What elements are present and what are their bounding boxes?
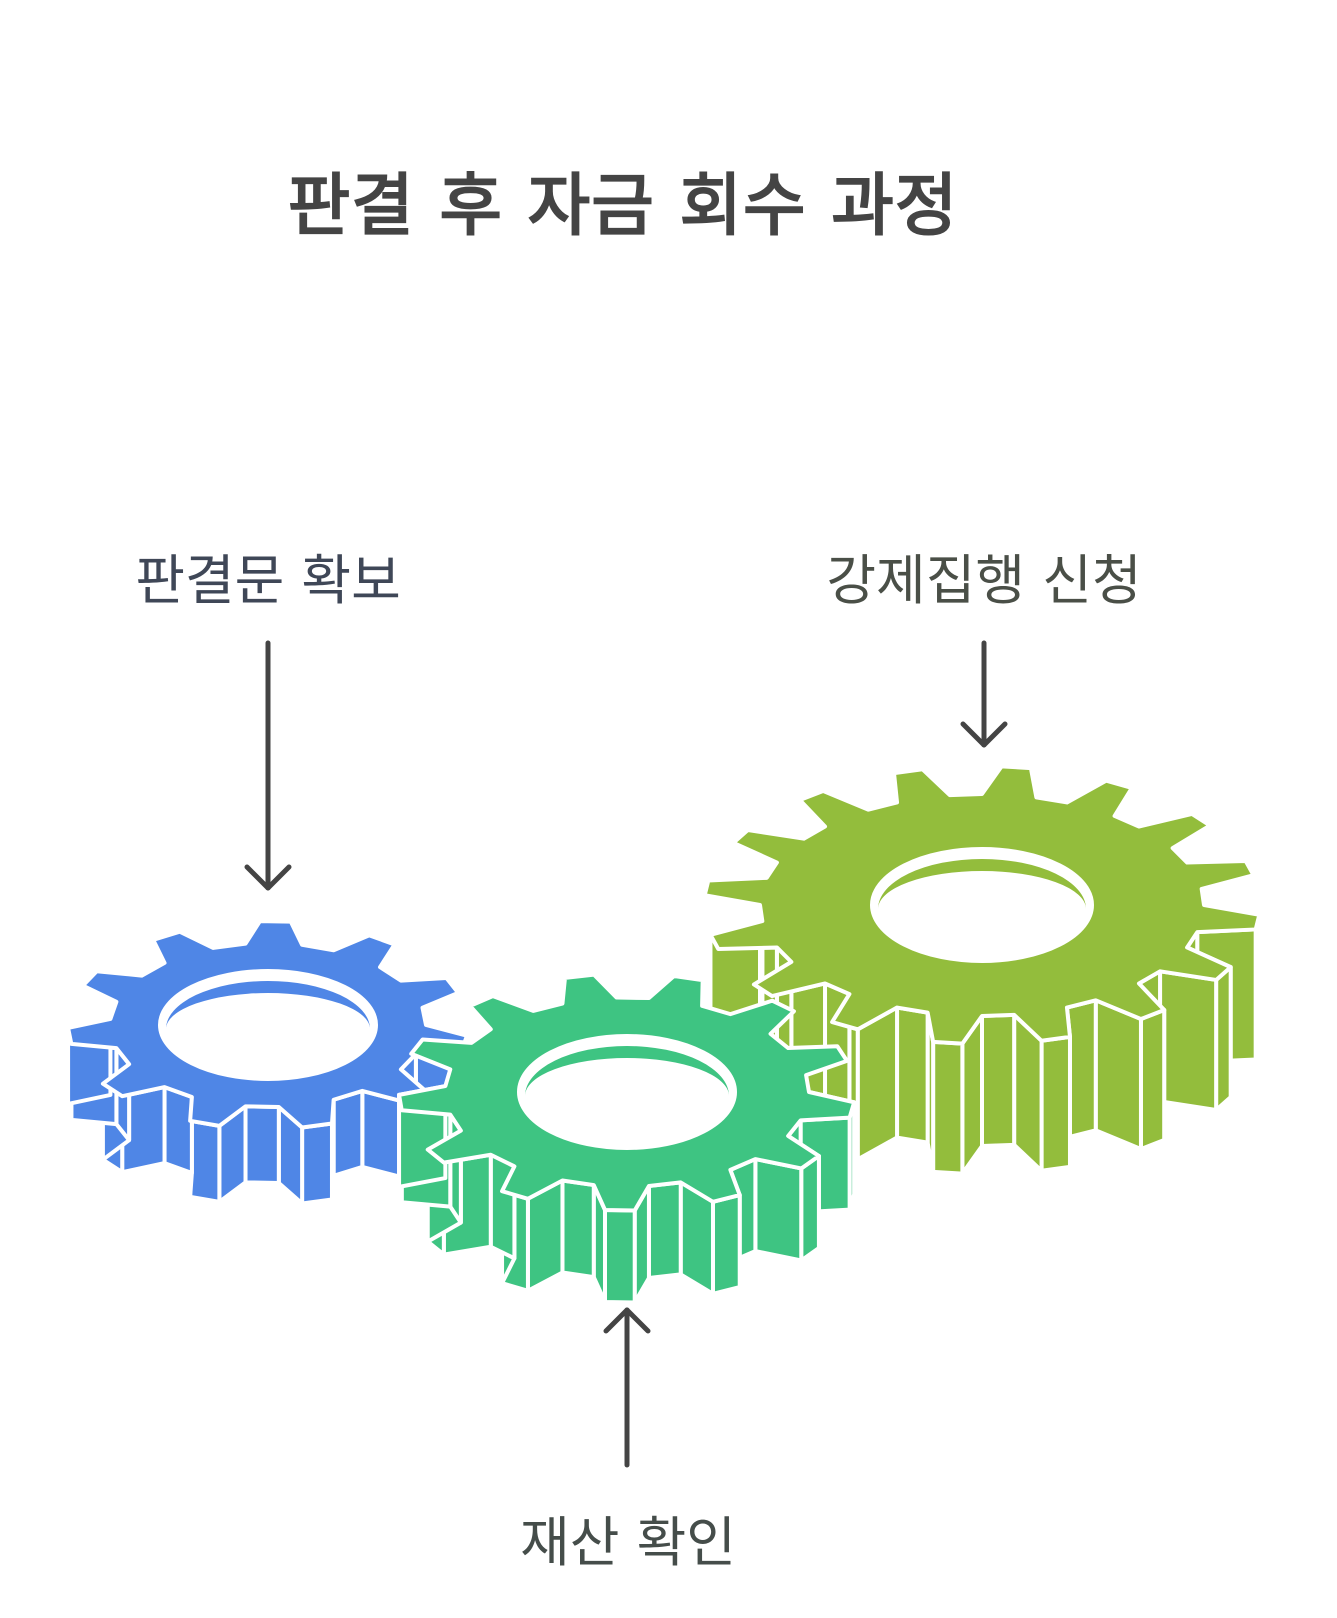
step-label-asset-check: 재산 확인 [520,1511,736,1574]
gear-side-face [560,1178,596,1280]
gear-side-face [1039,1034,1072,1173]
gear-side-face [162,1085,194,1175]
gear-side-face [602,1208,637,1305]
gear-side-face [931,1039,965,1176]
gear-icon-asset-check [397,972,857,1305]
gear-side-face [753,1157,804,1263]
gear-hole-wall [525,1046,729,1096]
gear-hole-rim [158,969,378,1081]
gear-side-face [1158,969,1219,1112]
gear-side-face [1138,1007,1167,1152]
gear-side-face [188,1118,222,1204]
arrow-asset-check-to-gear [603,1307,651,1468]
gear-side-face [710,1193,742,1296]
gear-hole-wall [166,981,370,1029]
gear-side-face [855,1005,900,1162]
gear-side-face [243,1104,281,1185]
gear-hole-rim [517,1034,737,1150]
gear-hole-wall [878,859,1086,909]
gear-side-face [1093,998,1143,1152]
gear-side-face [895,1005,930,1145]
gear-side-face [331,1088,365,1178]
gear-hole [872,849,1092,961]
step-label-enforcement: 강제집행 신청 [826,549,1142,612]
gear-hole [519,1036,735,1148]
gear-icon-enforcement [702,764,1262,1176]
gear-hole-rim [870,847,1094,963]
gear-side-face [980,1012,1017,1148]
gear-side-face [300,1121,334,1206]
diagram-title: 판결 후 자금 회수 과정 [287,167,959,246]
gear-side-face [799,1154,821,1263]
step-label-judgment: 판결문 확보 [135,549,401,612]
arrow-enforcement-to-gear [960,640,1008,748]
gear-side-face [1214,965,1233,1112]
arrow-judgment-to-gear [244,640,292,891]
gear-side-face [646,1180,683,1280]
